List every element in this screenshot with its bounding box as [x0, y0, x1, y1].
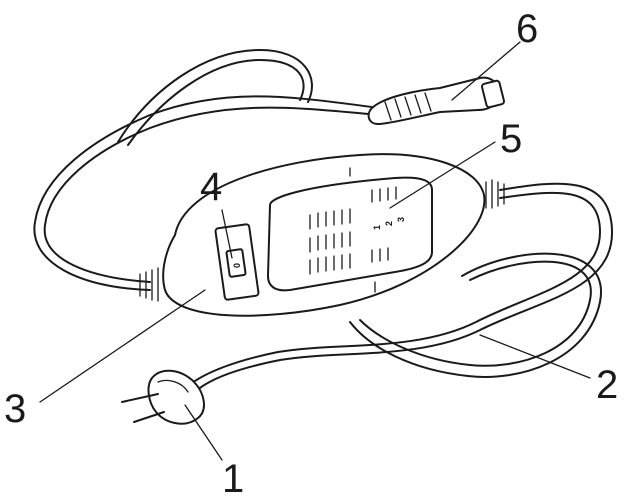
callout-2: 2 — [596, 363, 618, 407]
grip-ribs — [309, 186, 397, 275]
speed-mark-3: 3 — [396, 217, 406, 222]
wall-plug — [121, 369, 205, 425]
leader-3 — [39, 289, 206, 403]
leader-4 — [221, 209, 233, 259]
callout-numbers: 1 2 3 4 5 6 — [4, 7, 618, 498]
callout-5: 5 — [500, 117, 522, 161]
speed-mark-2: 2 — [384, 221, 394, 226]
switch-mark: 0 — [232, 263, 242, 268]
leader-lines — [39, 41, 591, 461]
appliance-connector — [367, 76, 505, 126]
callout-3: 3 — [4, 387, 26, 431]
leader-5 — [389, 141, 496, 209]
leader-1 — [184, 404, 223, 461]
callout-4: 4 — [200, 165, 222, 209]
callout-1: 1 — [222, 457, 244, 498]
lower-cord — [187, 182, 614, 393]
leader-6 — [451, 41, 521, 101]
speed-selector: 1 2 3 — [266, 176, 433, 292]
speed-mark-1: 1 — [372, 225, 382, 230]
upper-cord — [33, 49, 381, 291]
callout-6: 6 — [516, 7, 538, 51]
left-strain-relief — [139, 267, 159, 302]
leader-2 — [479, 334, 591, 379]
right-strain-relief — [485, 179, 505, 209]
